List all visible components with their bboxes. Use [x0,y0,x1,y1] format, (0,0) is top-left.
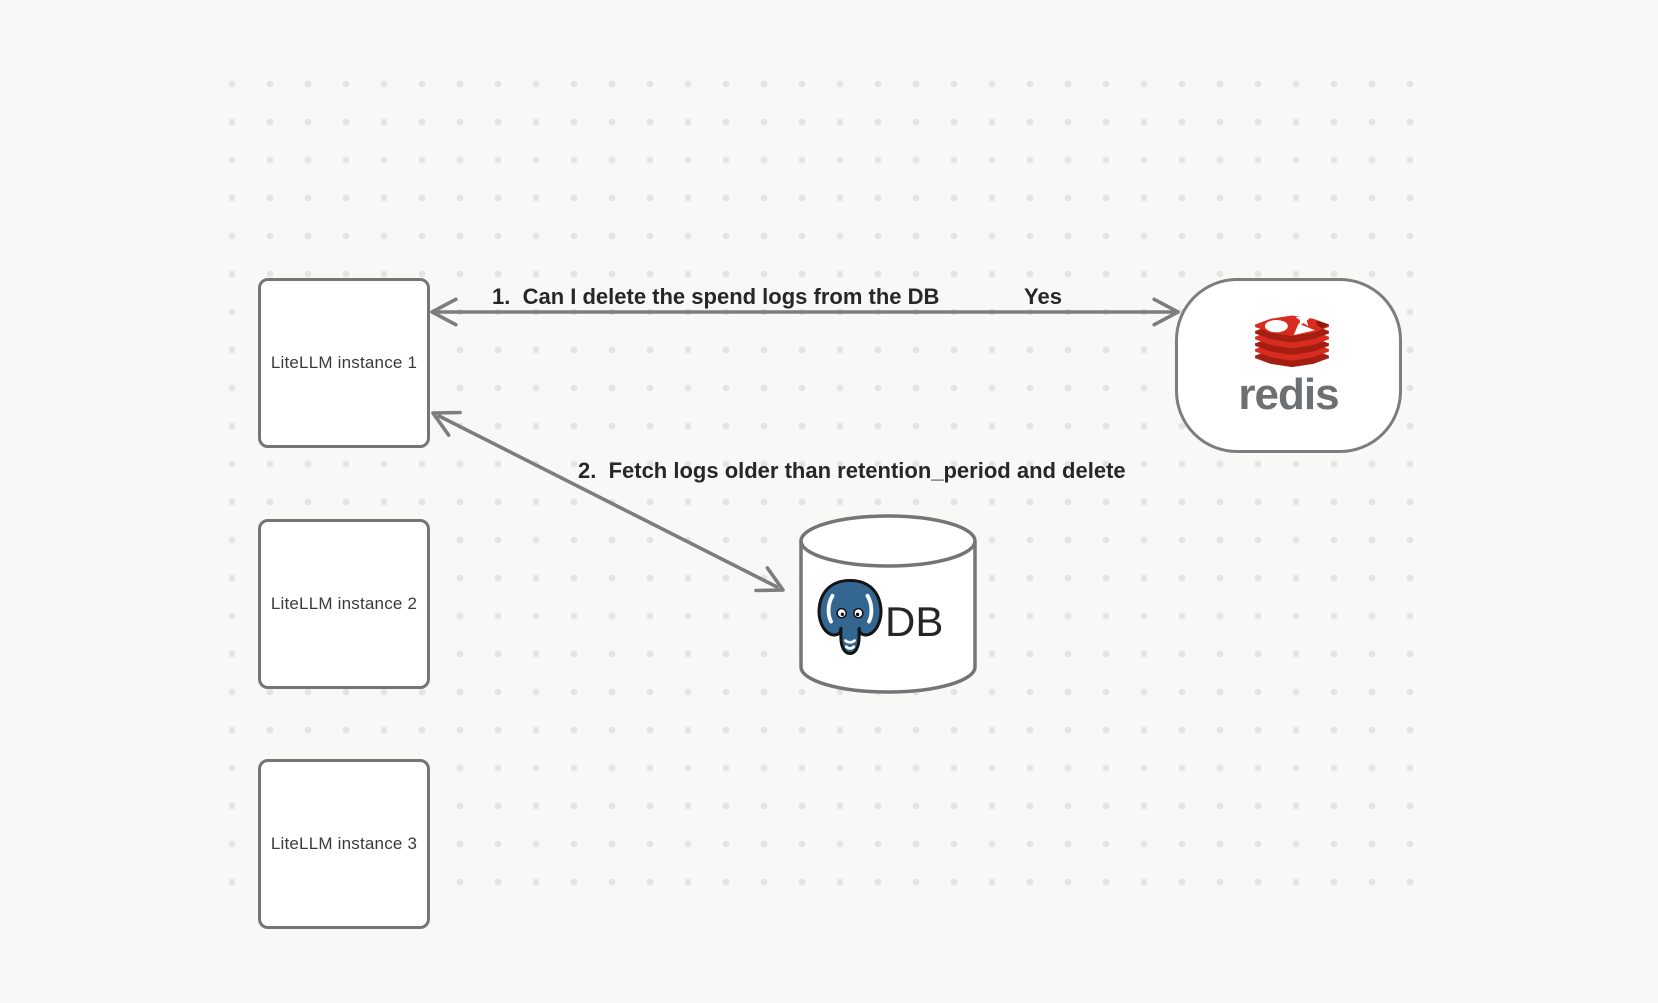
litellm-instance-3-node: LiteLLM instance 3 [258,759,430,929]
db-node: DB [797,513,979,695]
litellm-instance-2-node: LiteLLM instance 2 [258,519,430,689]
redis-wordmark: redis [1238,370,1339,419]
redis-node: redis [1175,278,1402,453]
redis-logo-icon [1255,315,1329,368]
step2-label: 2. Fetch logs older than retention_perio… [578,458,1126,483]
litellm-instance-1-label: LiteLLM instance 1 [270,353,418,372]
litellm-instance-1-node: LiteLLM instance 1 [258,278,430,448]
database-cylinder-icon [799,514,977,694]
litellm-instance-2-label: LiteLLM instance 2 [270,594,418,613]
step1-label: 1. Can I delete the spend logs from the … [492,284,940,309]
litellm-instance-3-label: LiteLLM instance 3 [270,834,418,853]
postgres-elephant-icon [817,579,883,655]
step1-response-label: Yes [1024,284,1062,309]
db-label: DB [885,598,944,645]
